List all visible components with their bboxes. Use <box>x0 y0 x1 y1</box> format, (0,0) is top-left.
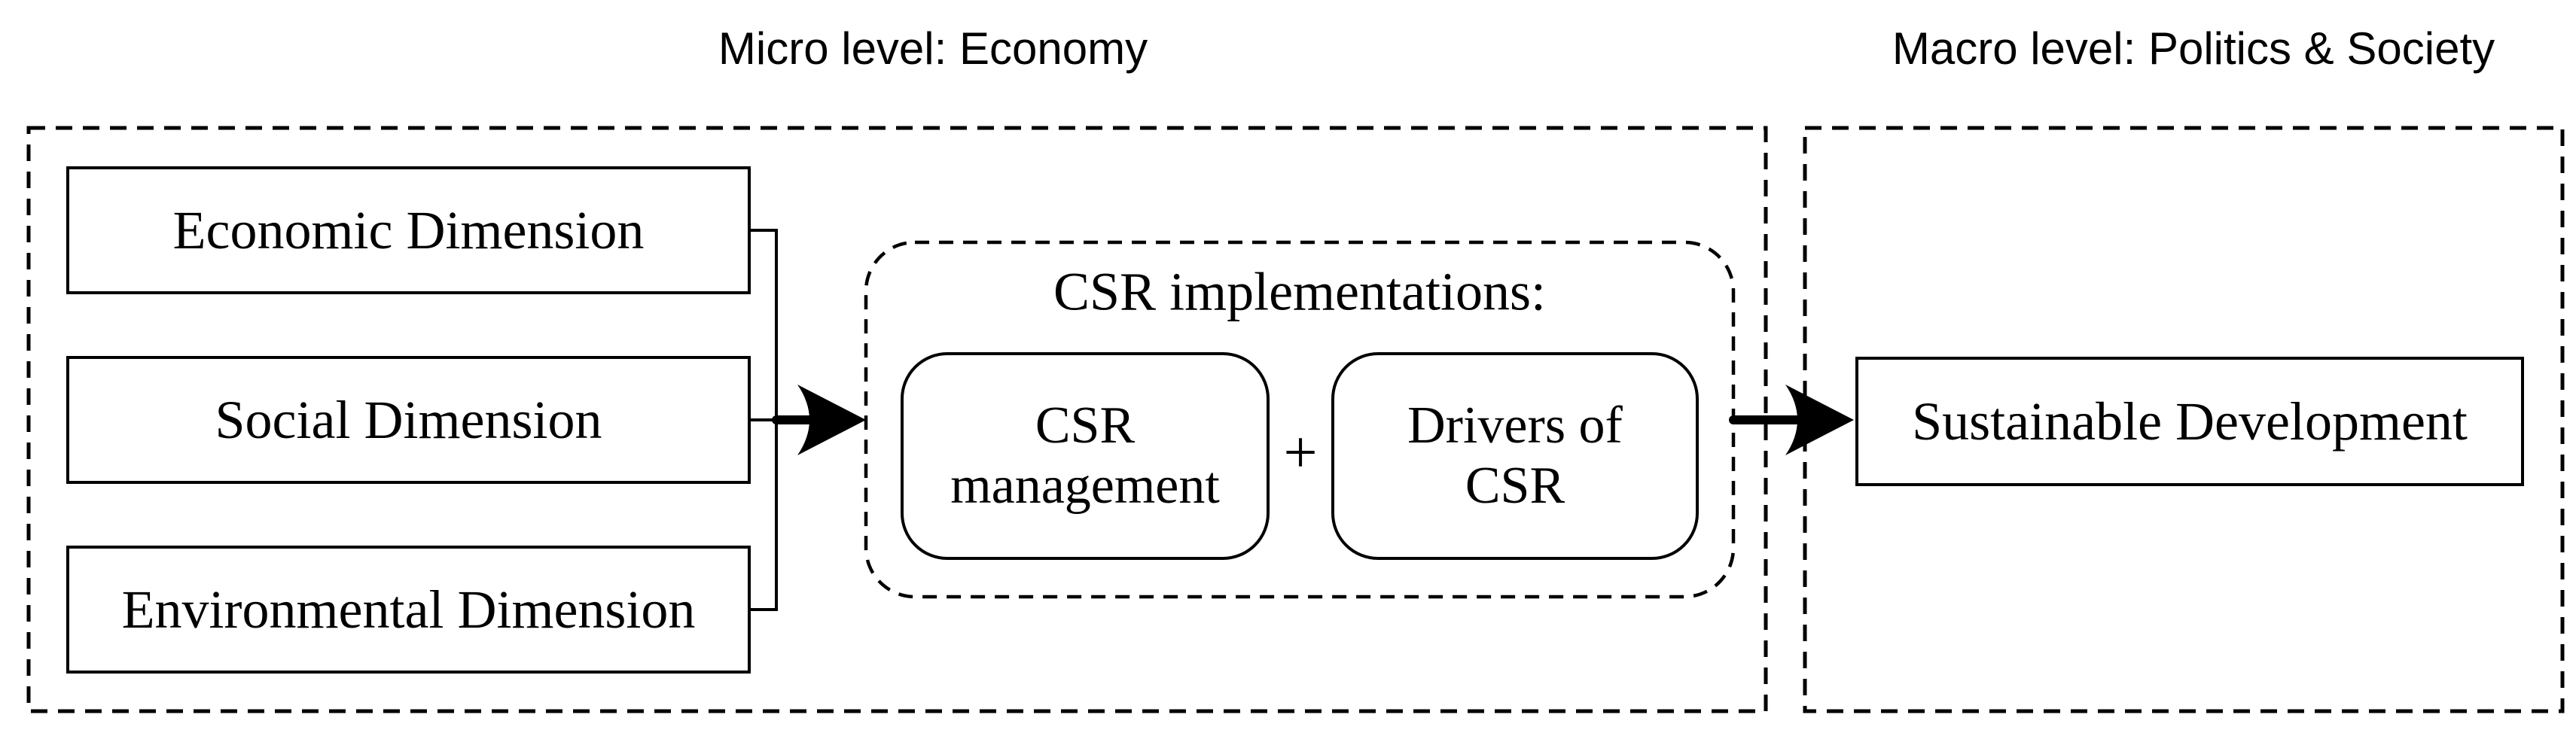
sustainable-development-box: Sustainable Development <box>1855 357 2524 486</box>
csr-management-box: CSR management <box>901 352 1270 560</box>
csr-implementations-heading: CSR implementations: <box>1053 261 1547 322</box>
micro-level-title: Micro level: Economy <box>718 23 1148 74</box>
plus-operator: + <box>1283 419 1318 486</box>
csr-management-label-line1: CSR <box>1035 396 1136 455</box>
macro-level-title: Macro level: Politics & Society <box>1892 23 2495 74</box>
csr-management-label-line2: management <box>950 457 1220 515</box>
environmental-dimension-box: Environmental Dimension <box>66 546 751 674</box>
social-dimension-box: Social Dimension <box>66 356 751 484</box>
sustainable-development-label: Sustainable Development <box>1912 391 2468 452</box>
economic-dimension-label: Economic Dimension <box>172 199 645 260</box>
drivers-of-csr-label-line2: CSR <box>1465 457 1565 515</box>
drivers-of-csr-box: Drivers of CSR <box>1331 352 1699 560</box>
drivers-of-csr-label-line1: Drivers of <box>1407 396 1623 455</box>
social-dimension-label: Social Dimension <box>215 389 602 450</box>
arrow-dimensions-to-csr-icon <box>772 385 866 455</box>
environmental-dimension-label: Environmental Dimension <box>121 579 696 640</box>
micro-level-dashed-container <box>26 126 1768 713</box>
arrow-head <box>797 385 866 455</box>
economic-dimension-box: Economic Dimension <box>66 166 751 294</box>
arrow-csr-to-sustainable-icon <box>1729 385 1854 455</box>
arrow-head <box>1785 385 1854 455</box>
